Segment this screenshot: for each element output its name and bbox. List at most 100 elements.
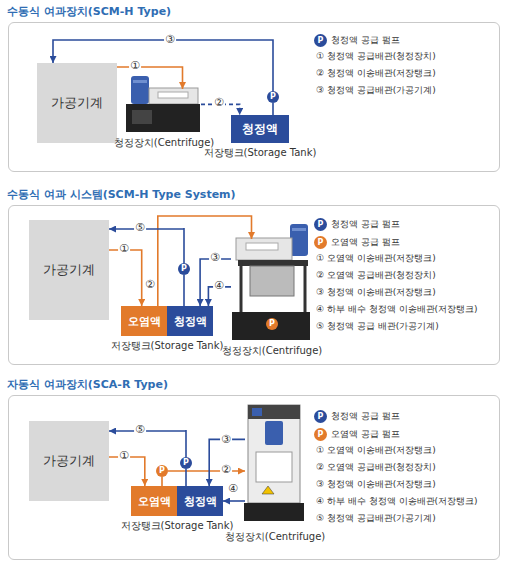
pipe-connector [117, 67, 183, 89]
box-label: 가공기계 [51, 94, 103, 112]
caption-label: 청정장치(Centrifuge) [225, 530, 325, 544]
legend-row: P 오염액 공급 펌프 [314, 236, 400, 249]
pipe-connector [223, 500, 245, 502]
swatch-letter: P [318, 238, 324, 247]
machine-box: 가공기계 [37, 63, 117, 143]
box-label: P [183, 457, 189, 469]
swatch-letter: P [318, 430, 324, 439]
centrifuge-drawing [126, 76, 200, 132]
box-label: P [269, 318, 275, 330]
pipe-connector [109, 228, 184, 263]
pipe-connector [185, 469, 187, 486]
base [232, 312, 310, 340]
motor-band [133, 80, 147, 83]
centrifuge-unit: 청정장치(Centrifuge) [245, 404, 305, 522]
legend-row: P청정액 공급 펌프 [314, 410, 400, 423]
base [126, 104, 200, 132]
legend-swatch: P [314, 428, 327, 441]
pipe-legend-item: ① 오염액 이송배관(저장탱크) [316, 444, 436, 457]
callout-number: ④ [213, 280, 225, 292]
callout-number: ② [220, 464, 232, 476]
caption-label: 저장탱크(Storage Tank) [204, 146, 317, 160]
motor [290, 224, 308, 256]
pipe-connector [209, 439, 245, 486]
legend-row: P 청정액 공급 펌프 [314, 218, 400, 231]
leg [240, 260, 243, 312]
box-label: 청정액 [242, 121, 278, 138]
legend-swatch: P [314, 410, 327, 423]
base-panel [132, 110, 152, 124]
callout-number: ⑤ [134, 222, 146, 234]
pump-circle: P [178, 263, 190, 275]
pump-circle: P [156, 465, 168, 477]
tank-compartment: 오염액 [121, 306, 167, 336]
box-label: 가공기계 [43, 452, 95, 470]
callout-number: ② [213, 97, 225, 109]
legend-swatch: P [314, 236, 327, 249]
pipe-legend-item: ④ 하부 배수 청정액 이송배관(저장탱크) [316, 303, 478, 316]
motor-band [292, 228, 306, 231]
box-label: 오염액 [138, 494, 171, 509]
box-label: P [270, 91, 276, 103]
swatch-letter: P [318, 36, 324, 45]
pipe-legend-item: ① 청정액 공급배관(청정장치) [316, 50, 436, 63]
motor [131, 76, 149, 104]
legend-swatch: P [314, 34, 327, 47]
pipe-legend-item: ④ 하부 배수 청정액 이송배관(저장탱크) [316, 495, 478, 508]
callout-number: ④ [227, 483, 239, 495]
machine-box: 가공기계 [29, 421, 109, 501]
logo [252, 408, 262, 416]
pipe-connector [168, 470, 245, 472]
legend-text: 청정액 공급 펌프 [331, 34, 400, 47]
tank-compartment: 청정액 [177, 486, 223, 516]
tank-top [149, 88, 198, 104]
pipe-legend-item: ② 오염액 공급배관(청정장치) [316, 269, 436, 282]
pipe-legend-item: ③ 청정액 이송배관(저장탱크) [316, 286, 436, 299]
pipe-connector [272, 103, 274, 115]
pipe-connector [200, 259, 231, 306]
legend-text: 오염액 공급 펌프 [331, 236, 400, 249]
callout-number: ① [118, 450, 130, 462]
storage-tank: 저장탱크(Storage Tank)오염액청정액 [121, 306, 213, 336]
pipe-legend-item: ② 청정액 이송배관(저장탱크) [316, 67, 436, 80]
inner-tank [250, 266, 294, 296]
pipe-legend-item: ② 오염액 공급배관(청정장치) [316, 461, 436, 474]
pipe-connector [183, 275, 185, 306]
callout-number: ① [129, 60, 141, 72]
caption-label: 청정장치(Centrifuge) [114, 136, 214, 150]
centrifuge-unit: 청정장치(Centrifuge) [127, 89, 201, 133]
pump-circle: P [180, 457, 192, 469]
legend-row: P 오염액 공급 펌프 [314, 428, 400, 441]
box-label: P [181, 263, 187, 275]
leg [304, 260, 307, 312]
caption-label: 저장탱크(Storage Tank) [121, 519, 234, 533]
legend-text: 청정액 공급 펌프 [331, 218, 400, 231]
nameplate [246, 243, 278, 250]
box-label: 청정액 [174, 314, 207, 329]
box-label: 청정액 [184, 494, 217, 509]
legend-swatch: P [314, 218, 327, 231]
motor [265, 421, 283, 445]
pipe-legend-item: ③ 청정액 공급배관(가공기계) [316, 84, 436, 97]
caption-label: 저장탱크(Storage Tank) [111, 339, 224, 353]
pump-circle: P [267, 91, 279, 103]
pipe-legend-item: ⑤ 청정액 공급 배관(가공기계) [316, 320, 439, 333]
legend-text: 오염액 공급 펌프 [331, 428, 400, 441]
storage-tank: 저장탱크(Storage Tank)오염액청정액 [131, 486, 223, 516]
base [244, 503, 304, 521]
centrifuge-drawing [244, 405, 304, 521]
storage-tank: 청정액저장탱크(Storage Tank) [231, 115, 289, 143]
pipe-connector [109, 250, 142, 306]
machine-box: 가공기계 [29, 220, 109, 320]
swatch-letter: P [318, 220, 324, 229]
window [256, 452, 292, 482]
centrifuge-unit: 청정장치(Centrifuge)P [231, 239, 313, 341]
warning-sign [262, 486, 274, 494]
pipe-legend-item: ③ 청정액 이송배관(저장탱크) [316, 478, 436, 491]
frame [238, 260, 308, 266]
callout-number: ① [118, 243, 130, 255]
box-label: P [159, 465, 165, 477]
tank-top [236, 238, 292, 260]
callout-number: ③ [209, 252, 221, 264]
